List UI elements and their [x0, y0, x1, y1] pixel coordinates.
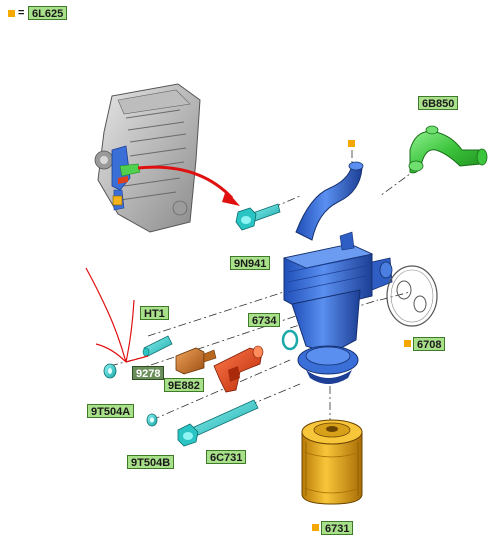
part-label-6708[interactable]: 6708 [413, 337, 446, 351]
part-label-6731[interactable]: 6731 [321, 521, 354, 535]
sensor-9E882 [213, 345, 264, 393]
part-label-6B850[interactable]: 6B850 [418, 96, 459, 110]
part-label-9T504A[interactable]: 9T504A [87, 404, 135, 418]
legend-marker [8, 10, 15, 17]
engine-thumbnail [94, 83, 201, 233]
legend-equals: = [18, 7, 25, 19]
gasket-6708 [386, 265, 438, 327]
part-label-9E882[interactable]: 9E882 [164, 378, 204, 392]
part-label-9278[interactable]: 9278 [132, 366, 165, 380]
o-ring-6734 [281, 329, 299, 351]
callout-arrowhead [222, 190, 240, 206]
pin-HT1 [142, 335, 173, 357]
hose-6B850 [408, 125, 488, 174]
bolt-9N941 [235, 203, 281, 231]
part-label-6734[interactable]: 6734 [248, 313, 281, 327]
part-label-HT1[interactable]: HT1 [140, 306, 169, 320]
washer-9T504A [103, 363, 117, 379]
bolt-6C731 [177, 399, 259, 447]
oil-filter-6731 [301, 419, 363, 505]
marker-hose-top [348, 140, 355, 147]
marker-6708 [404, 340, 411, 347]
part-label-6C731[interactable]: 6C731 [206, 450, 247, 464]
red-annotation-scribble [85, 267, 149, 363]
part-label-9T504B[interactable]: 9T504B [127, 455, 175, 469]
legend-code-label[interactable]: 6L625 [28, 6, 68, 20]
callout-arrow [137, 165, 234, 200]
marker-6731 [312, 524, 319, 531]
oil-cooler-assembly [282, 161, 393, 384]
sensor-9278 [175, 347, 217, 375]
part-label-9N941[interactable]: 9N941 [230, 256, 271, 270]
washer-9T504B [146, 413, 158, 427]
